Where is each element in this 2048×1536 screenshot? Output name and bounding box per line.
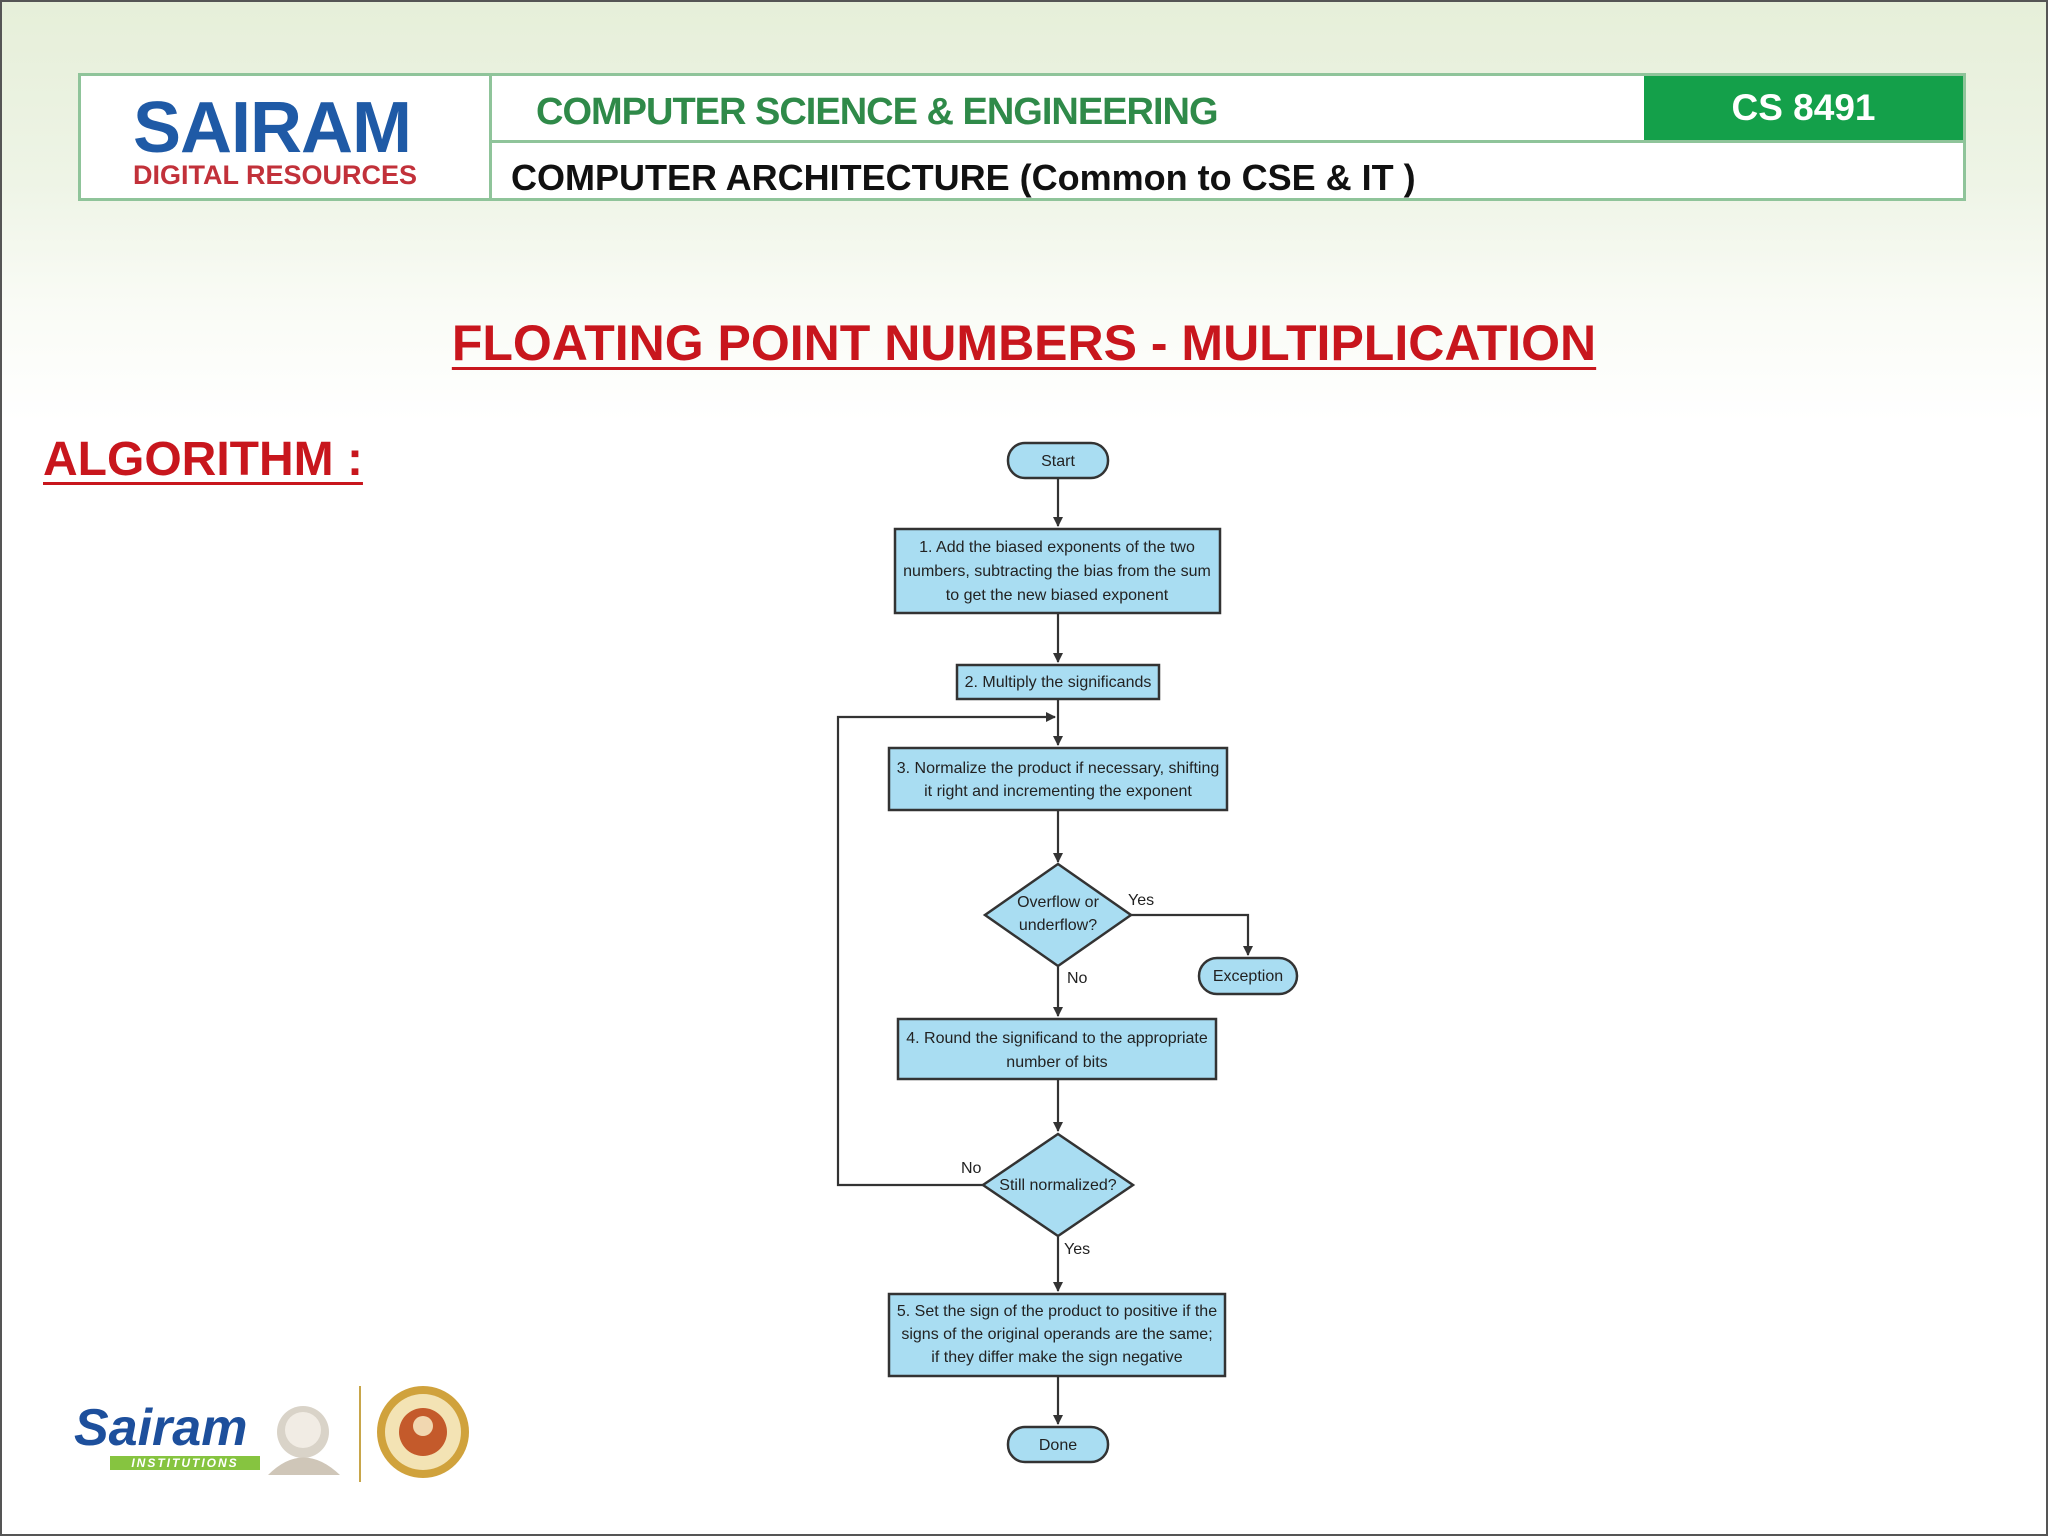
step-1-box: 1. Add the biased exponents of the two n… bbox=[893, 527, 1222, 615]
logo-sub-text: DIGITAL RESOURCES bbox=[133, 160, 418, 190]
step-3-box: 3. Normalize the product if necessary, s… bbox=[887, 746, 1229, 812]
course-title: COMPUTER ARCHITECTURE (Common to CSE & I… bbox=[511, 157, 1416, 198]
step-5-line-1: 5. Set the sign of the product to positi… bbox=[897, 1303, 1217, 1320]
exception-label: Exception bbox=[1213, 968, 1283, 985]
step-4-line-2: number of bits bbox=[1006, 1054, 1107, 1071]
start-label: Start bbox=[1041, 453, 1075, 470]
flow-connectors bbox=[836, 478, 1253, 1425]
footer-seal-icon bbox=[377, 1386, 469, 1478]
step-5-line-2: signs of the original operands are the s… bbox=[901, 1326, 1212, 1343]
department-title: COMPUTER SCIENCE & ENGINEERING bbox=[536, 91, 1219, 133]
step-5-line-3: if they differ make the sign negative bbox=[931, 1349, 1183, 1366]
step-1-line-2: numbers, subtracting the bias from the s… bbox=[903, 563, 1211, 580]
footer-portrait-icon bbox=[268, 1406, 340, 1475]
done-terminal: Done bbox=[1006, 1425, 1110, 1464]
logo-main-text: SAIRAM bbox=[133, 88, 412, 168]
decision-2-yes-label: Yes bbox=[1064, 1241, 1090, 1258]
step-1-line-1: 1. Add the biased exponents of the two bbox=[919, 539, 1195, 556]
decision-1-line-2: underflow? bbox=[1019, 917, 1097, 934]
decision-1-yes-label: Yes bbox=[1128, 892, 1154, 909]
header-divider bbox=[492, 140, 1963, 143]
slide-header: SAIRAM DIGITAL RESOURCES COMPUTER SCIENC… bbox=[78, 73, 1966, 201]
decision-1-line-1: Overflow or bbox=[1017, 894, 1099, 911]
decision-1-no-label: No bbox=[1067, 970, 1088, 987]
decision-2-no-label: No bbox=[961, 1160, 982, 1177]
footer-logo-text: Sairam bbox=[74, 1399, 248, 1457]
step-1-line-3: to get the new biased exponent bbox=[946, 587, 1169, 604]
step-4-line-1: 4. Round the significand to the appropri… bbox=[906, 1030, 1208, 1047]
decision-2-label: Still normalized? bbox=[999, 1177, 1116, 1194]
footer-logo-sub: INSTITUTIONS bbox=[110, 1456, 260, 1470]
done-label: Done bbox=[1039, 1437, 1077, 1454]
course-code-badge: CS 8491 bbox=[1644, 76, 1963, 140]
start-terminal: Start bbox=[1006, 441, 1110, 480]
step-4-box: 4. Round the significand to the appropri… bbox=[896, 1017, 1218, 1081]
step-3-line-1: 3. Normalize the product if necessary, s… bbox=[897, 760, 1220, 777]
step-3-line-2: it right and incrementing the exponent bbox=[924, 783, 1192, 800]
exception-terminal: Exception bbox=[1197, 956, 1299, 996]
step-2-label: 2. Multiply the significands bbox=[965, 674, 1152, 691]
normalized-decision: Still normalized? bbox=[980, 1132, 1136, 1238]
step-5-box: 5. Set the sign of the product to positi… bbox=[887, 1292, 1227, 1378]
section-heading: ALGORITHM : bbox=[43, 433, 363, 486]
step-2-box: 2. Multiply the significands bbox=[955, 663, 1161, 701]
sairam-logo: SAIRAM DIGITAL RESOURCES bbox=[81, 76, 492, 198]
slide-title: FLOATING POINT NUMBERS - MULTIPLICATION bbox=[451, 315, 1597, 371]
overflow-decision: Overflow or underflow? bbox=[982, 862, 1134, 968]
